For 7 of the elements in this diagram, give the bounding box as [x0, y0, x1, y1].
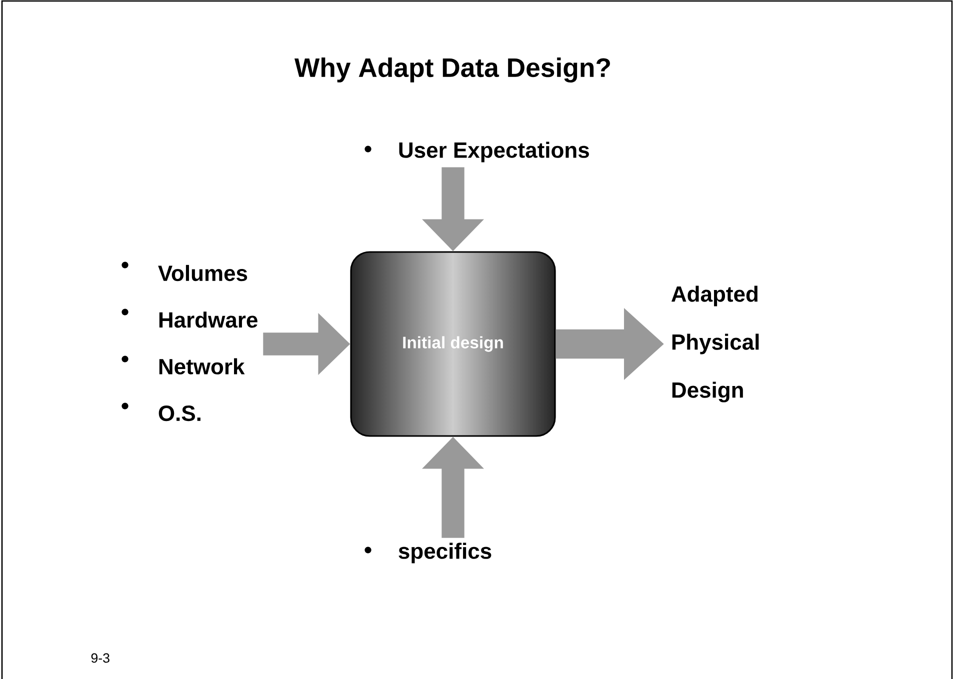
- page-number: 9-3: [91, 653, 110, 663]
- result-text: Adapted Physical Design: [671, 286, 759, 402]
- bullet-item: User Expectations: [399, 142, 589, 162]
- process-box: Initial design: [350, 251, 556, 437]
- bullet-list: Volumes Hardware Network O.S.: [158, 264, 258, 422]
- bullet-item: specifics: [398, 542, 492, 564]
- title: Why Adapt Data Design?: [294, 58, 610, 82]
